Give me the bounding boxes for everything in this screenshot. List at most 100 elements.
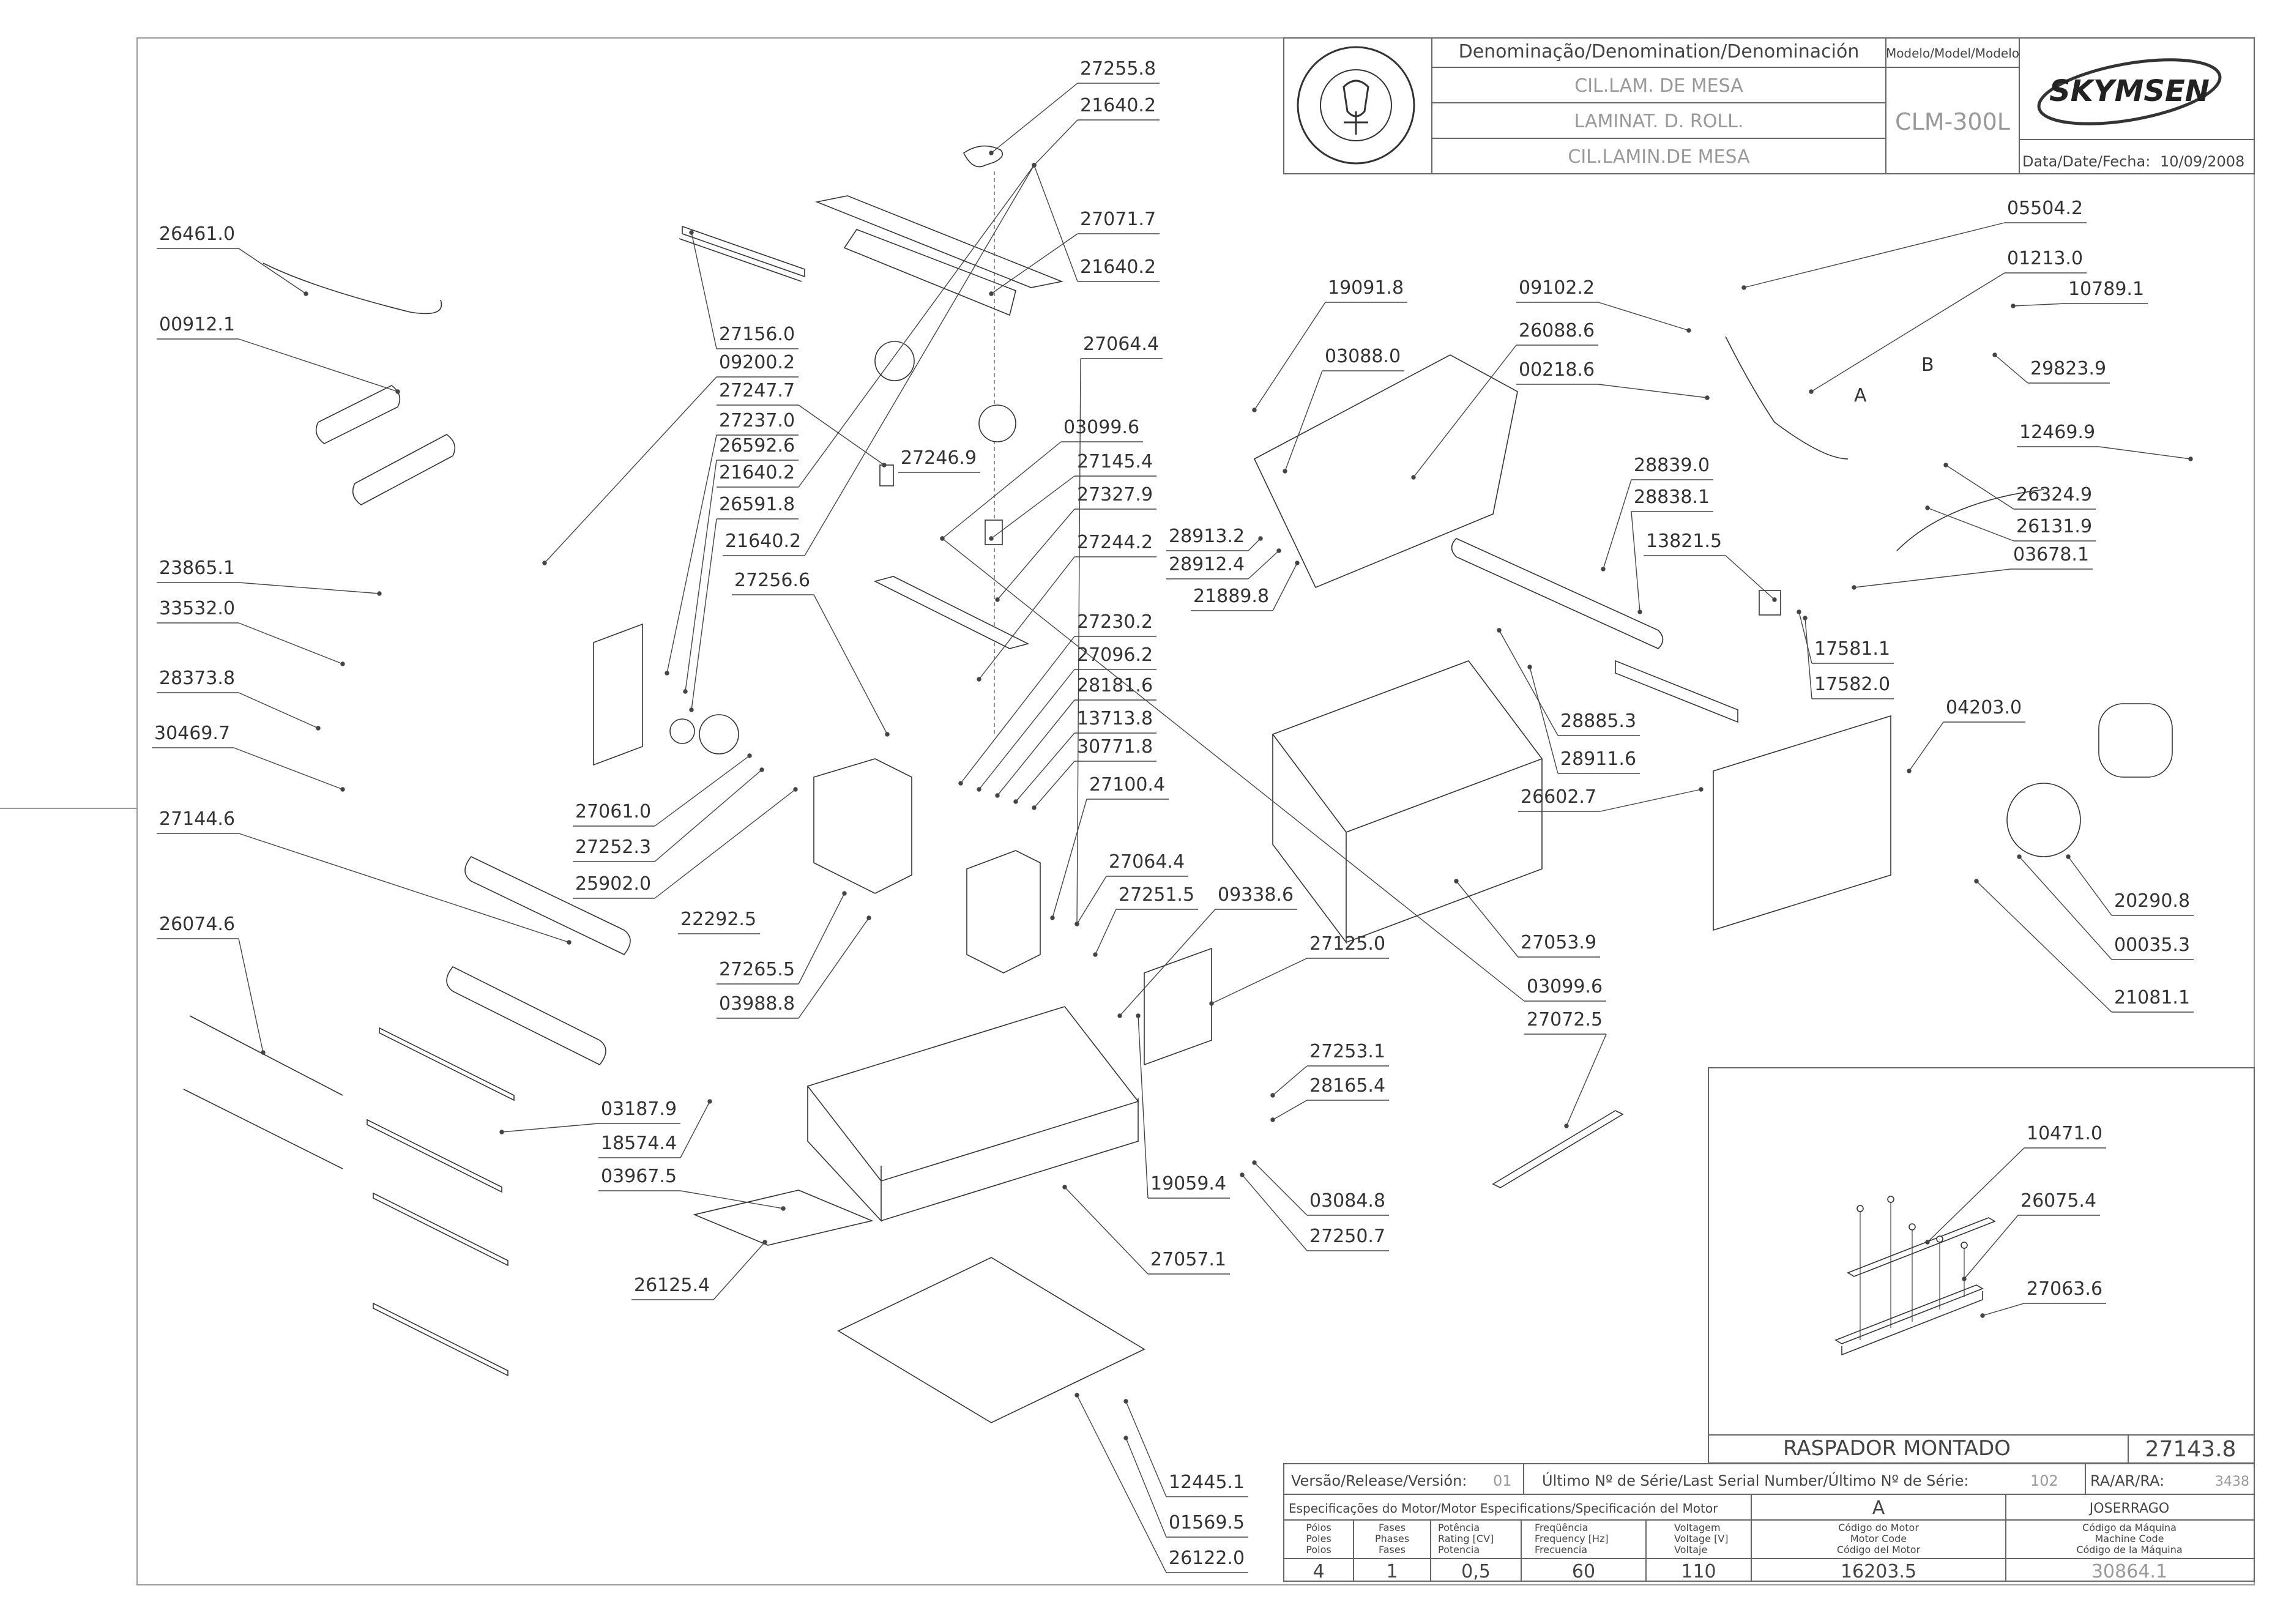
- svg-text:Código da Máquina: Código da Máquina: [2082, 1522, 2177, 1533]
- part-27251-5: 27251.5: [1119, 884, 1194, 906]
- leader-line: [813, 594, 888, 735]
- part-09102-2: 09102.2: [1519, 277, 1595, 299]
- leader-dot: [1907, 769, 1912, 773]
- wiring-harness: [1896, 489, 2044, 551]
- value-phases: 1: [1386, 1561, 1398, 1582]
- leader-dot: [1270, 1117, 1275, 1122]
- part-shapes: [183, 145, 2173, 1423]
- part-23865-1: 23865.1: [159, 557, 235, 579]
- svg-text:Machine Code: Machine Code: [2095, 1533, 2164, 1544]
- leader-dot: [1772, 597, 1777, 602]
- leader-line: [1743, 222, 2005, 288]
- leader-dot: [958, 781, 963, 786]
- col-header-rating: Potência Rating [CV] Potencia: [1438, 1522, 1494, 1555]
- sprocket-lower: [978, 404, 1016, 442]
- part-26122-0: 26122.0: [1169, 1548, 1245, 1569]
- leader-line: [544, 376, 717, 564]
- leader-dot: [1123, 1436, 1128, 1440]
- power-cord: [1725, 336, 1849, 460]
- leader-dot: [261, 1050, 266, 1055]
- value-voltage: 110: [1681, 1561, 1716, 1582]
- value-frequency: 60: [1572, 1561, 1595, 1582]
- roller-guard: [1253, 354, 1518, 589]
- leader-line: [1015, 732, 1075, 802]
- leader-line: [654, 769, 762, 862]
- leader-dot: [665, 671, 669, 676]
- flow-marker-a: A: [1854, 385, 1867, 406]
- part-09200-2: 09200.2: [719, 352, 795, 373]
- part-25902-0: 25902.0: [575, 873, 651, 895]
- svg-text:Fases: Fases: [1379, 1544, 1406, 1555]
- leader-dot: [747, 753, 752, 758]
- part-labels: 27255.8 21640.2 27071.7 21640.2 27064.4 …: [154, 58, 2190, 1569]
- leader-line: [1725, 555, 1775, 600]
- part-27145-4: 27145.4: [1077, 451, 1153, 472]
- leader-dot: [1992, 352, 1997, 357]
- part-03967-5: 03967.5: [601, 1166, 677, 1187]
- part-26075-4: 26075.4: [2020, 1190, 2096, 1212]
- leader-line: [991, 475, 1075, 539]
- raspador-title: RASPADOR MONTADO: [1783, 1436, 2011, 1461]
- part-21640-2: 21640.2: [725, 531, 801, 552]
- part-27057-1: 27057.1: [1150, 1249, 1226, 1270]
- leader-line: [685, 460, 717, 692]
- leader-dot: [1050, 915, 1055, 920]
- svg-text:Voltaje: Voltaje: [1674, 1544, 1707, 1555]
- svg-text:Frequency [Hz]: Frequency [Hz]: [1535, 1533, 1609, 1544]
- col-header-voltage: Voltagem Voltage [V] Voltaje: [1674, 1522, 1729, 1555]
- leader-line: [1052, 799, 1087, 918]
- leader-line: [1945, 464, 2014, 510]
- version-value: 01: [1493, 1472, 1512, 1489]
- leader-dot: [1943, 463, 1948, 467]
- leader-dot: [377, 591, 382, 596]
- part-03099-6: 03099.6: [1063, 417, 1139, 438]
- part-27061-0: 27061.0: [575, 801, 651, 822]
- leader-dot: [1276, 548, 1281, 553]
- leader-line: [1599, 789, 1702, 812]
- leader-line: [942, 538, 1525, 1002]
- raspador-detail-drawing: [1834, 1196, 1996, 1356]
- guide-rail: [873, 576, 1030, 649]
- part-27064-4: 27064.4: [1083, 333, 1159, 355]
- leader-dot: [759, 767, 764, 772]
- part-00912-1: 00912.1: [159, 314, 235, 335]
- part-33532-0: 33532.0: [159, 598, 235, 619]
- leader-dot: [1497, 628, 1502, 633]
- leader-dot: [1564, 1123, 1569, 1128]
- part-26131-9: 26131.9: [2016, 516, 2092, 537]
- leader-dot: [793, 787, 798, 792]
- leader-line: [804, 165, 1035, 556]
- denomination-header: Denominação/Denomination/Denominación: [1459, 41, 1860, 62]
- leader-dot: [395, 389, 400, 394]
- svg-text:Voltagem: Voltagem: [1674, 1522, 1721, 1533]
- leader-line: [1598, 384, 1708, 398]
- leader-line: [238, 248, 307, 294]
- svg-text:Freqüência: Freqüência: [1535, 1522, 1588, 1533]
- user-name: JOSERRAGO: [2088, 1501, 2169, 1516]
- leader-lines: [152, 83, 2194, 1573]
- part-28912-4: 28912.4: [1169, 554, 1245, 575]
- svg-text:Rating [CV]: Rating [CV]: [1438, 1533, 1494, 1544]
- leader-dot: [1013, 799, 1018, 804]
- leader-dot: [1411, 475, 1416, 480]
- value-machine-code: 30864.1: [2091, 1561, 2167, 1582]
- part-10471-0: 10471.0: [2027, 1123, 2102, 1144]
- part-27256-6: 27256.6: [734, 570, 810, 591]
- leader-dot: [1809, 389, 1814, 394]
- leader-line: [2019, 856, 2112, 960]
- leader-dot: [1283, 469, 1287, 474]
- leader-dot: [1209, 1001, 1214, 1006]
- leader-dot: [1974, 879, 1979, 884]
- leader-dot: [762, 1240, 767, 1245]
- leader-line: [680, 1101, 710, 1158]
- svg-text:Polos: Polos: [1306, 1544, 1331, 1555]
- ra-label: RA/AR/RA:: [2090, 1472, 2164, 1489]
- part-27064-4: 27064.4: [1109, 851, 1185, 873]
- leader-dot: [1240, 1172, 1245, 1177]
- leader-dot: [2066, 854, 2071, 859]
- part-27144-6: 27144.6: [159, 808, 235, 830]
- leader-dot: [1699, 787, 1704, 792]
- serial-label: Último Nº de Série/Last Serial Number/Úl…: [1542, 1471, 1968, 1489]
- leader-line: [1064, 1186, 1149, 1275]
- leader-line: [798, 893, 845, 985]
